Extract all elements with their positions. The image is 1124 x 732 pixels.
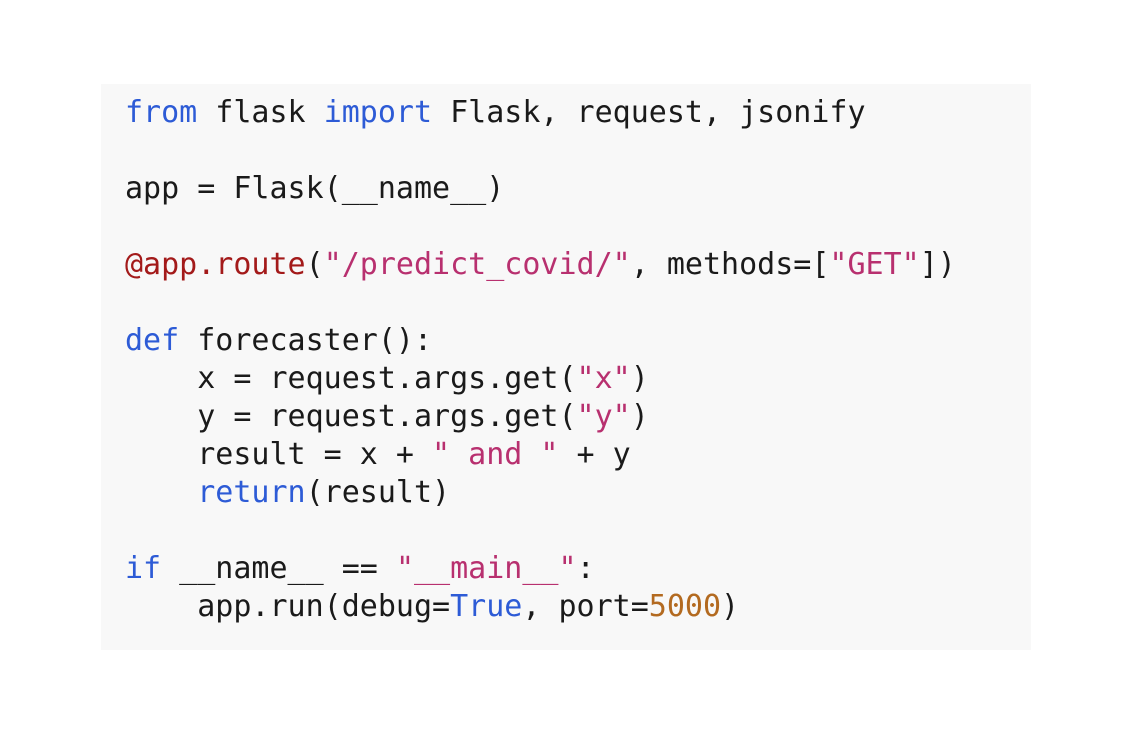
code-token-plain: __name__ ==	[161, 551, 396, 586]
code-token-plain: flask	[197, 95, 324, 130]
code-line	[125, 132, 956, 170]
code-token-dec: @app.route	[125, 247, 306, 282]
code-token-plain: )	[630, 361, 649, 396]
code-token-num: 5000	[648, 589, 722, 624]
code-line	[125, 208, 956, 246]
code-token-kw: return	[197, 475, 306, 510]
code-token-plain: (result)	[305, 475, 451, 510]
code-line: app.run(debug=True, port=5000)	[125, 588, 956, 626]
code-line: @app.route("/predict_covid/", methods=["…	[125, 246, 956, 284]
code-token-plain: + y	[558, 437, 631, 472]
code-token-str: "x"	[576, 361, 631, 396]
code-token-plain: x = request.args.get(	[125, 361, 577, 396]
code-token-str: "GET"	[829, 247, 920, 282]
code-line: result = x + " and " + y	[125, 436, 956, 474]
code-block: from flask import Flask, request, jsonif…	[101, 84, 1031, 650]
code-token-str: " and "	[432, 437, 559, 472]
code-line: app = Flask(__name__)	[125, 170, 956, 208]
code-token-kw: import	[323, 95, 433, 130]
code-token-kw: from	[125, 95, 198, 130]
code-token-plain: y = request.args.get(	[125, 399, 577, 434]
code-listing: from flask import Flask, request, jsonif…	[125, 94, 956, 626]
code-token-plain: ])	[919, 247, 956, 282]
code-token-plain: app = Flask(__name__)	[125, 171, 505, 206]
code-token-plain: :	[576, 551, 595, 586]
code-token-plain: (	[305, 247, 324, 282]
code-line: if __name__ == "__main__":	[125, 550, 956, 588]
code-token-plain: Flask, request, jsonify	[432, 95, 866, 130]
code-token-plain: )	[630, 399, 649, 434]
code-token-str: "__main__"	[395, 551, 577, 586]
code-token-str: "/predict_covid/"	[323, 247, 631, 282]
code-line: y = request.args.get("y")	[125, 398, 956, 436]
code-line: def forecaster():	[125, 322, 956, 360]
code-token-plain: result = x +	[125, 437, 433, 472]
code-line	[125, 512, 956, 550]
code-token-plain: , port=	[522, 589, 649, 624]
code-token-plain: forecaster():	[179, 323, 433, 358]
code-token-kw: if	[125, 551, 162, 586]
code-token-kw: def	[125, 323, 180, 358]
code-token-plain: app.run(debug=	[125, 589, 451, 624]
code-line: x = request.args.get("x")	[125, 360, 956, 398]
code-token-plain	[125, 475, 197, 510]
code-token-plain: , methods=[	[630, 247, 830, 282]
code-line: return(result)	[125, 474, 956, 512]
code-line	[125, 284, 956, 322]
code-token-str: "y"	[576, 399, 631, 434]
code-token-kw: True	[450, 589, 523, 624]
code-line: from flask import Flask, request, jsonif…	[125, 94, 956, 132]
code-token-plain: )	[721, 589, 740, 624]
